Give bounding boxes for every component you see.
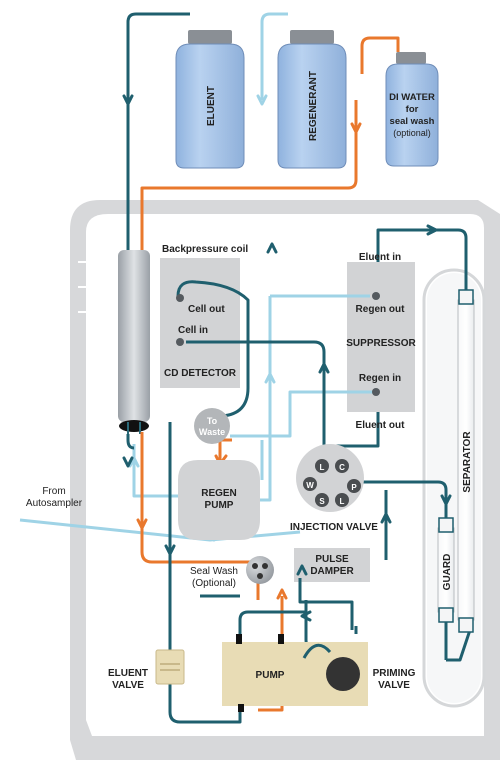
- valve-port-label-l2: L: [340, 497, 345, 506]
- pump-label: PUMP: [256, 670, 285, 681]
- from-autosampler-label-1: From: [42, 486, 65, 497]
- eluent-out-label: Eluent out: [356, 420, 406, 431]
- cell-out-label: Cell out: [188, 304, 225, 315]
- valve-port-label-p: P: [351, 483, 357, 492]
- to-waste-port: To Waste: [194, 408, 230, 444]
- regenerant-bottle-label: REGENERANT: [308, 71, 319, 141]
- to-waste-label-2: Waste: [199, 427, 225, 437]
- suppressor-label: SUPPRESSOR: [346, 338, 416, 349]
- eluent-valve-label-1: ELUENT: [108, 668, 148, 679]
- valve-port-w: [303, 477, 317, 491]
- injection-valve-label: INJECTION VALVE: [290, 522, 378, 533]
- main-pump: [222, 634, 318, 712]
- regen-out-label: Regen out: [356, 304, 406, 315]
- valve-port-label-w: W: [306, 481, 314, 490]
- separator-column: SEPARATOR: [457, 289, 475, 633]
- priming-valve-label-2: VALVE: [378, 680, 410, 691]
- pulse-damper-label-1: PULSE: [315, 554, 349, 565]
- valve-port-label-l1: L: [320, 463, 325, 472]
- valve-port-c: [335, 459, 349, 473]
- to-waste-label-1: To: [207, 416, 218, 426]
- valve-port-l1: [315, 459, 329, 473]
- separator-label: SEPARATOR: [462, 431, 473, 493]
- valve-port-s: [315, 493, 329, 507]
- priming-valve: [302, 642, 368, 706]
- panel-ticks: [78, 261, 92, 313]
- di-water-label-2: for: [406, 104, 419, 115]
- eluent-bottle-label: ELUENT: [206, 86, 217, 126]
- cell-in-label: Cell in: [178, 325, 208, 336]
- pulse-damper-box: [294, 548, 370, 582]
- di-water-label-1: DI WATER: [389, 92, 435, 103]
- regen-pump-label-1: REGEN: [201, 488, 237, 499]
- regen-pump: REGEN PUMP: [178, 460, 260, 540]
- priming-valve-label-1: PRIMING: [373, 668, 416, 679]
- column-housing: [422, 268, 486, 708]
- di-water-label-4: (optional): [393, 128, 431, 138]
- regen-pump-label-2: PUMP: [205, 500, 234, 511]
- di-water-label-3: seal wash: [390, 116, 435, 127]
- from-autosampler-label-2: Autosampler: [26, 498, 83, 509]
- cd-detector-label: CD DETECTOR: [164, 368, 237, 379]
- backpressure-coil-label: Backpressure coil: [162, 244, 248, 255]
- cd-detector-box: [160, 258, 240, 388]
- seal-wash-label-2: (Optional): [192, 578, 236, 589]
- guard-column: GUARD: [437, 517, 455, 623]
- regen-in-label: Regen in: [359, 373, 401, 384]
- eluent-valve: [155, 649, 185, 685]
- port-dots: [176, 292, 380, 396]
- seal-wash-label-1: Seal Wash: [190, 566, 238, 577]
- valve-port-p: [347, 479, 361, 493]
- valve-port-label-s: S: [319, 497, 325, 506]
- injection-valve: L C W P S L: [296, 444, 364, 512]
- suppressor-box: [347, 262, 415, 412]
- seal-wash-port: [246, 556, 274, 584]
- pulse-damper-label-2: DAMPER: [310, 566, 354, 577]
- eluent-in-label: Eluent in: [359, 252, 401, 263]
- eluent-column: [118, 250, 150, 422]
- eluent-bottle: ELUENT: [175, 30, 245, 169]
- valve-port-l2: [335, 493, 349, 507]
- eluent-valve-label-2: VALVE: [112, 680, 144, 691]
- guard-label: GUARD: [442, 554, 453, 591]
- regenerant-bottle: REGENERANT: [277, 30, 347, 169]
- di-water-bottle: DI WATER for seal wash (optional): [385, 52, 439, 167]
- valve-port-label-c: C: [339, 463, 345, 472]
- eluent-column-port: [119, 420, 149, 432]
